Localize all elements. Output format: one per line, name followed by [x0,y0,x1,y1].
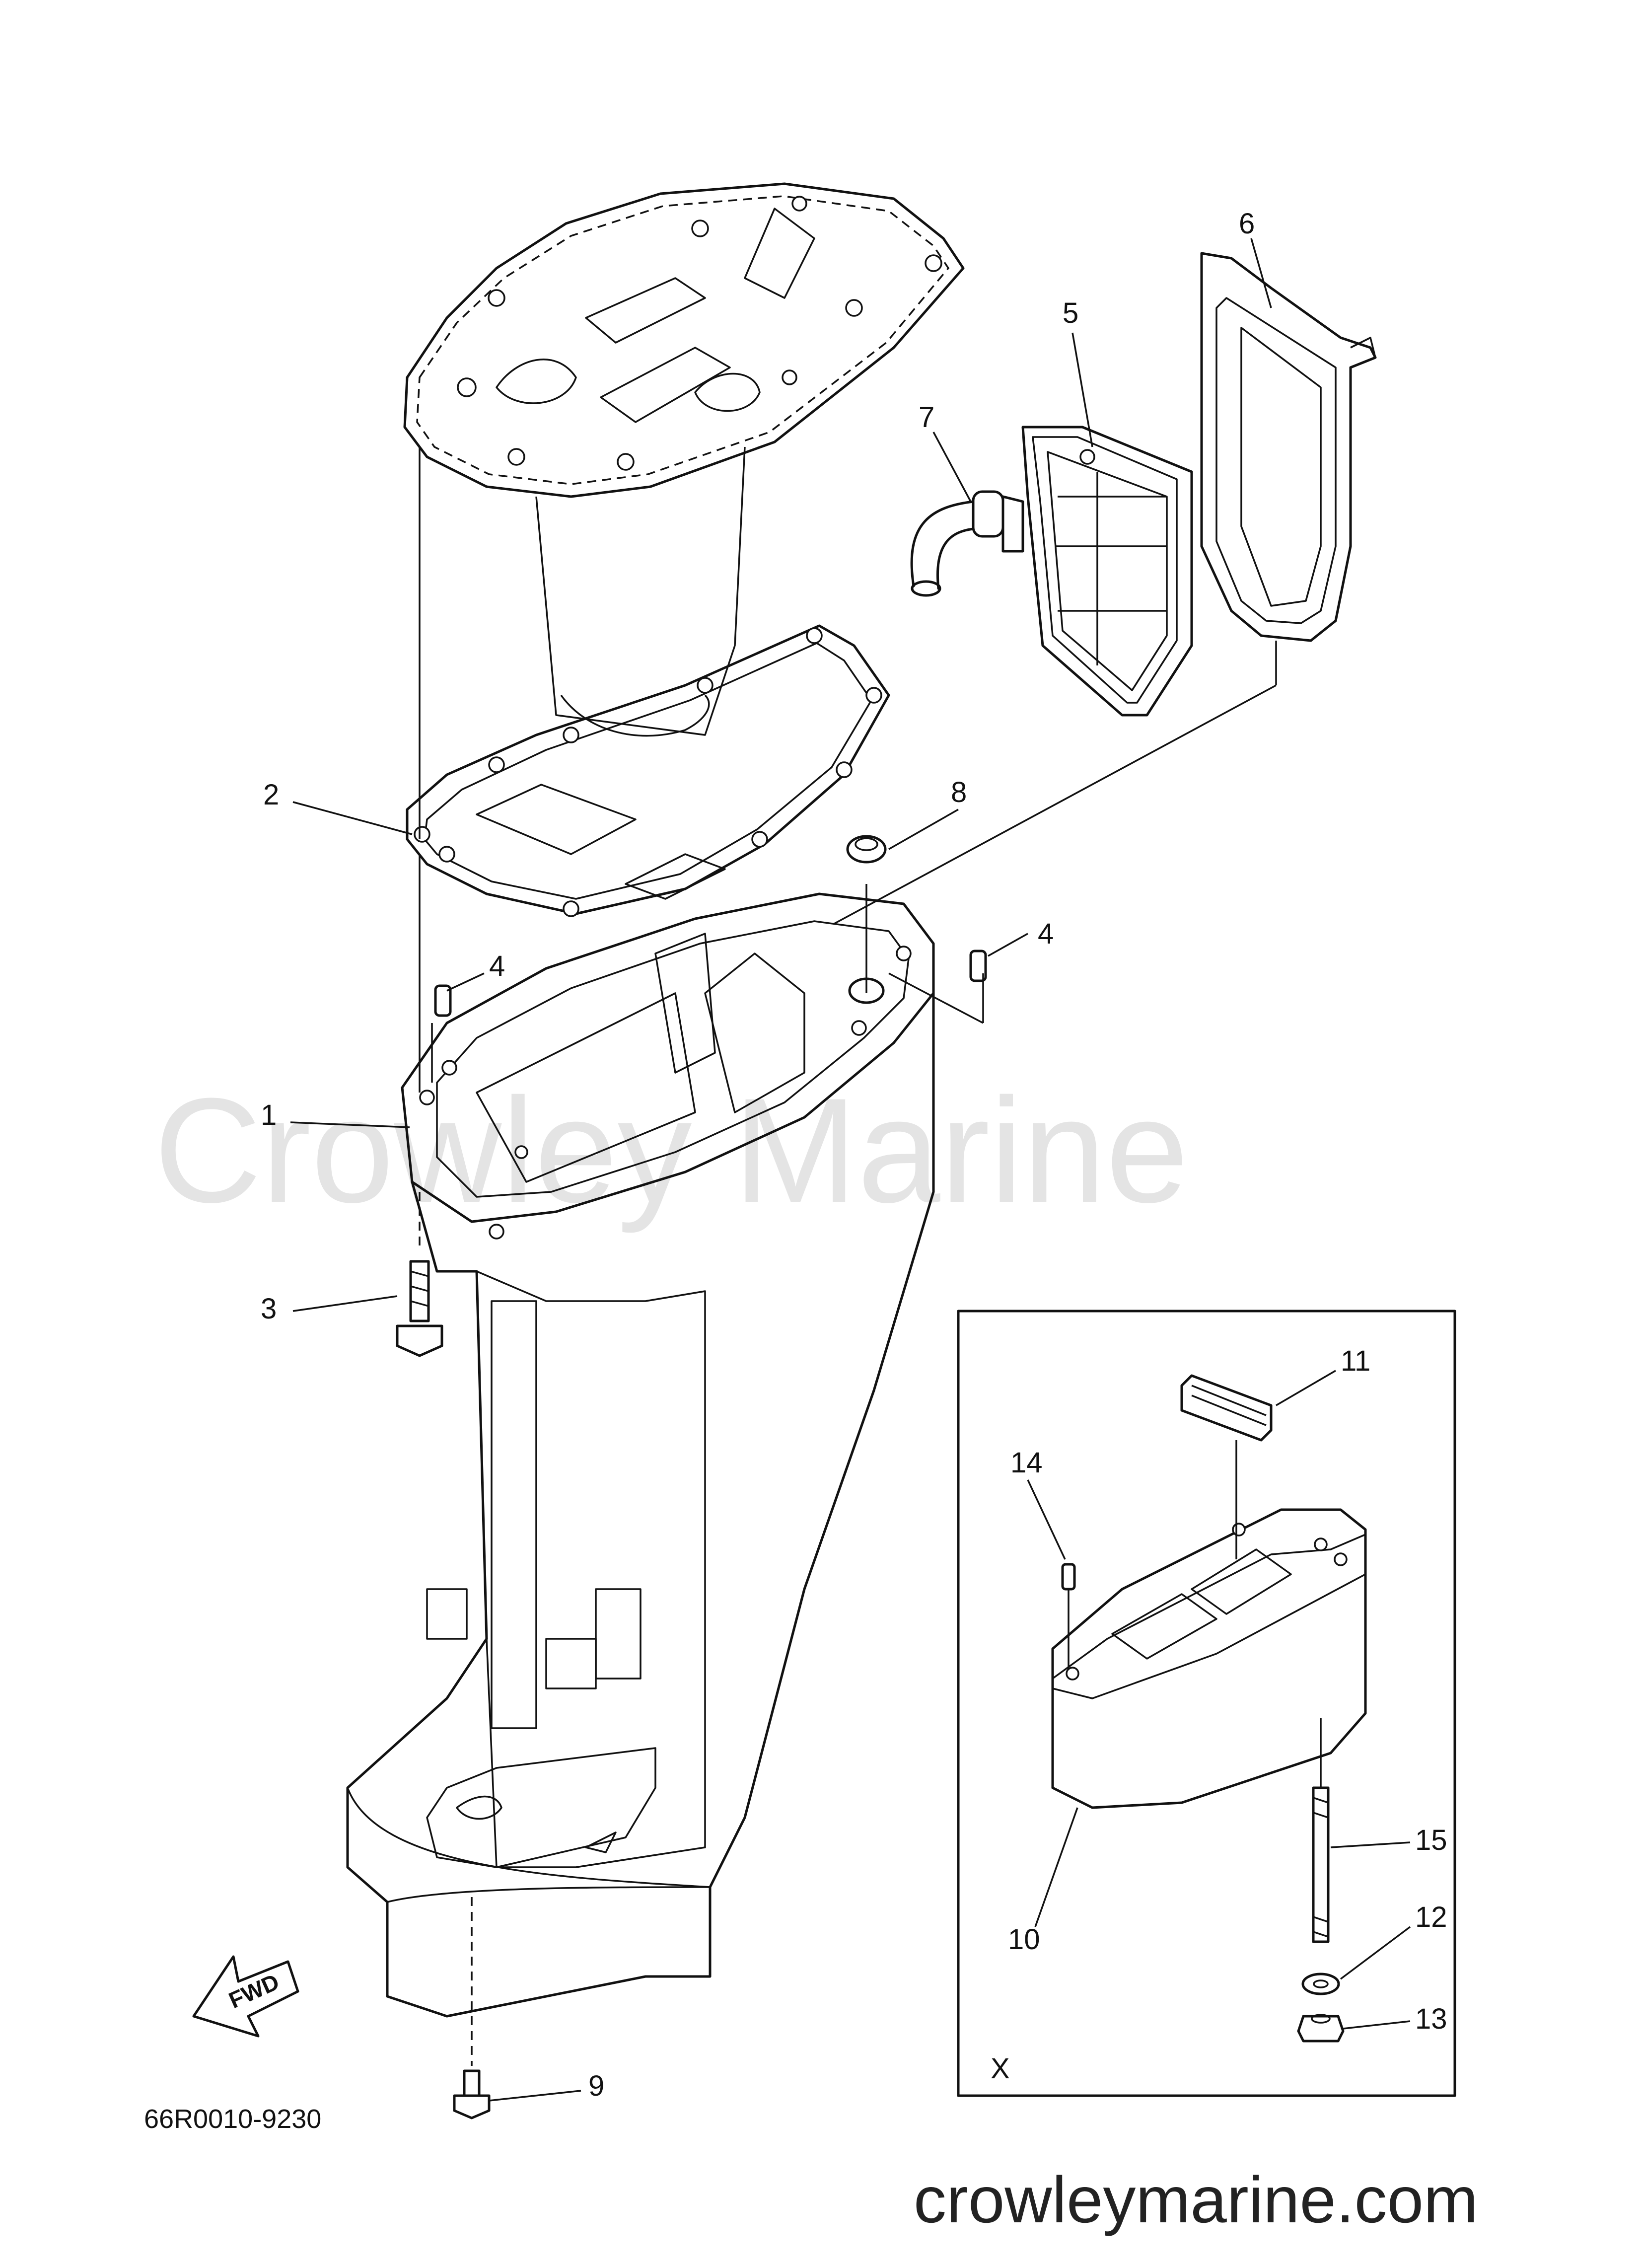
callout-2: 2 [263,779,279,811]
fwd-arrow-icon: FWD [192,1955,299,2038]
callout-3: 3 [261,1293,277,1325]
grommet [846,835,887,1004]
callout-8: 8 [951,776,967,808]
watermark-text: Crowley Marine [154,1067,1189,1235]
rubber-grille [1021,426,1193,717]
callout-13: 13 [1415,2003,1447,2035]
callout-5: 5 [1063,297,1078,329]
exhaust-plate-top [403,182,965,737]
site-url: crowleymarine.com [914,2163,1478,2236]
inset-label: X [991,2052,1010,2085]
callout-9: 9 [588,2070,604,2102]
gasket [406,624,890,917]
upper-casing [346,892,935,2018]
callout-12: 12 [1415,1901,1447,1933]
callout-10: 10 [1008,1923,1040,1956]
hose [910,490,1024,597]
callout-11: 11 [1341,1345,1370,1377]
drain-screw [453,2069,491,2120]
callout-15: 15 [1415,1824,1447,1856]
bolt [396,1192,443,1357]
callout-4-right: 4 [1038,918,1054,950]
callout-1: 1 [261,1099,277,1131]
callout-4-left: 4 [489,950,505,982]
callout-6: 6 [1239,208,1255,240]
part-code: 66R0010-9230 [144,2104,321,2134]
callout-7: 7 [919,401,934,434]
inset-detail: X [957,1310,1456,2097]
callout-14: 14 [1010,1447,1043,1479]
dowel-pin-right [969,950,987,982]
dowel-pin-left [434,984,452,1017]
rubber-seal [1200,252,1377,642]
